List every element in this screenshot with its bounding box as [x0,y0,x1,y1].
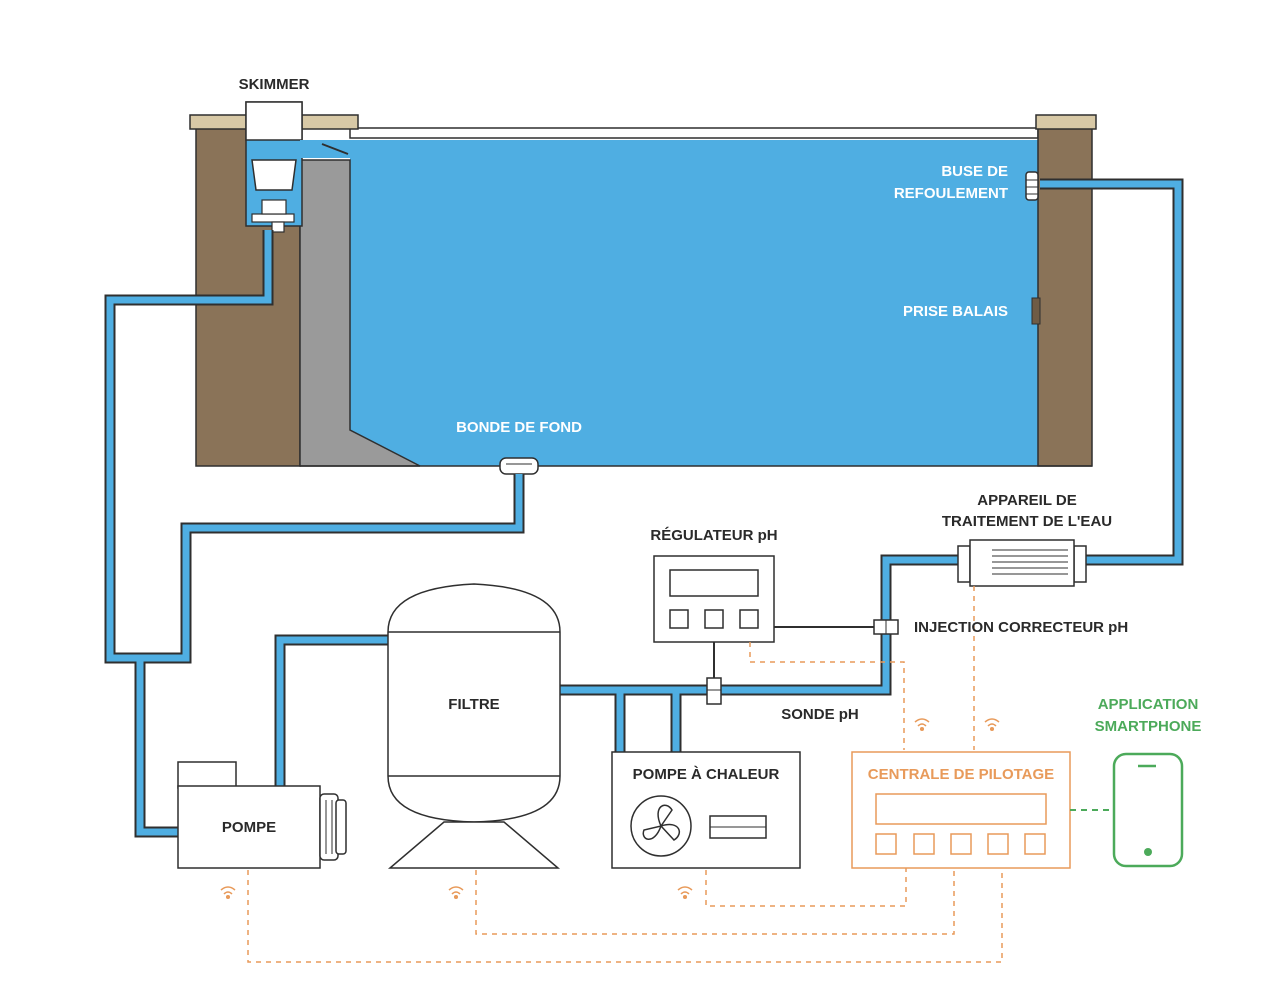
label-injection: INJECTION CORRECTEUR pH [914,619,1128,636]
smartphone-icon [1112,752,1184,868]
label-filtre: FILTRE [448,696,499,713]
pompe [177,761,347,869]
label-app-line1: APPLICATION [1098,696,1199,713]
skimmer [245,101,350,233]
prise-balais-fitting [1031,297,1041,325]
pool-water [350,140,1038,466]
pool-right-coping [1035,114,1097,130]
label-buse-line2: REFOULEMENT [894,185,1008,202]
control-wiring [247,586,1003,963]
label-appareil-line1: APPAREIL DE [977,492,1076,509]
label-buse-line1: BUSE DE [941,163,1008,180]
fan-icon [630,795,692,857]
wifi-icon [914,718,930,732]
wifi-icon [448,886,464,900]
regulateur-ph [653,555,878,680]
label-regulateur-ph: RÉGULATEUR pH [650,527,777,544]
buse-de-refoulement [1025,171,1039,201]
pool-surface [349,127,1039,139]
label-app-line2: SMARTPHONE [1095,718,1202,735]
label-centrale: CENTRALE DE PILOTAGE [868,766,1054,783]
pompe-a-chaleur [611,751,801,869]
label-bonde-de-fond: BONDE DE FOND [456,419,582,436]
pool-concrete-slope [299,159,421,467]
label-skimmer: SKIMMER [239,76,310,93]
label-prise-balais: PRISE BALAIS [903,303,1008,320]
label-pompe: POMPE [222,819,276,836]
sonde-ph-fitting [706,677,722,705]
appareil-traitement [957,539,1087,587]
wifi-icon [677,886,693,900]
pipes [104,178,1184,838]
wifi-icon [984,718,1000,732]
label-sonde-ph: SONDE pH [781,706,859,723]
bonde-de-fond [499,457,539,475]
label-appareil-line2: TRAITEMENT DE L'EAU [942,513,1112,530]
label-pompe-chaleur: POMPE À CHALEUR [633,766,780,783]
filtre [387,583,561,869]
wifi-icon [220,886,236,900]
